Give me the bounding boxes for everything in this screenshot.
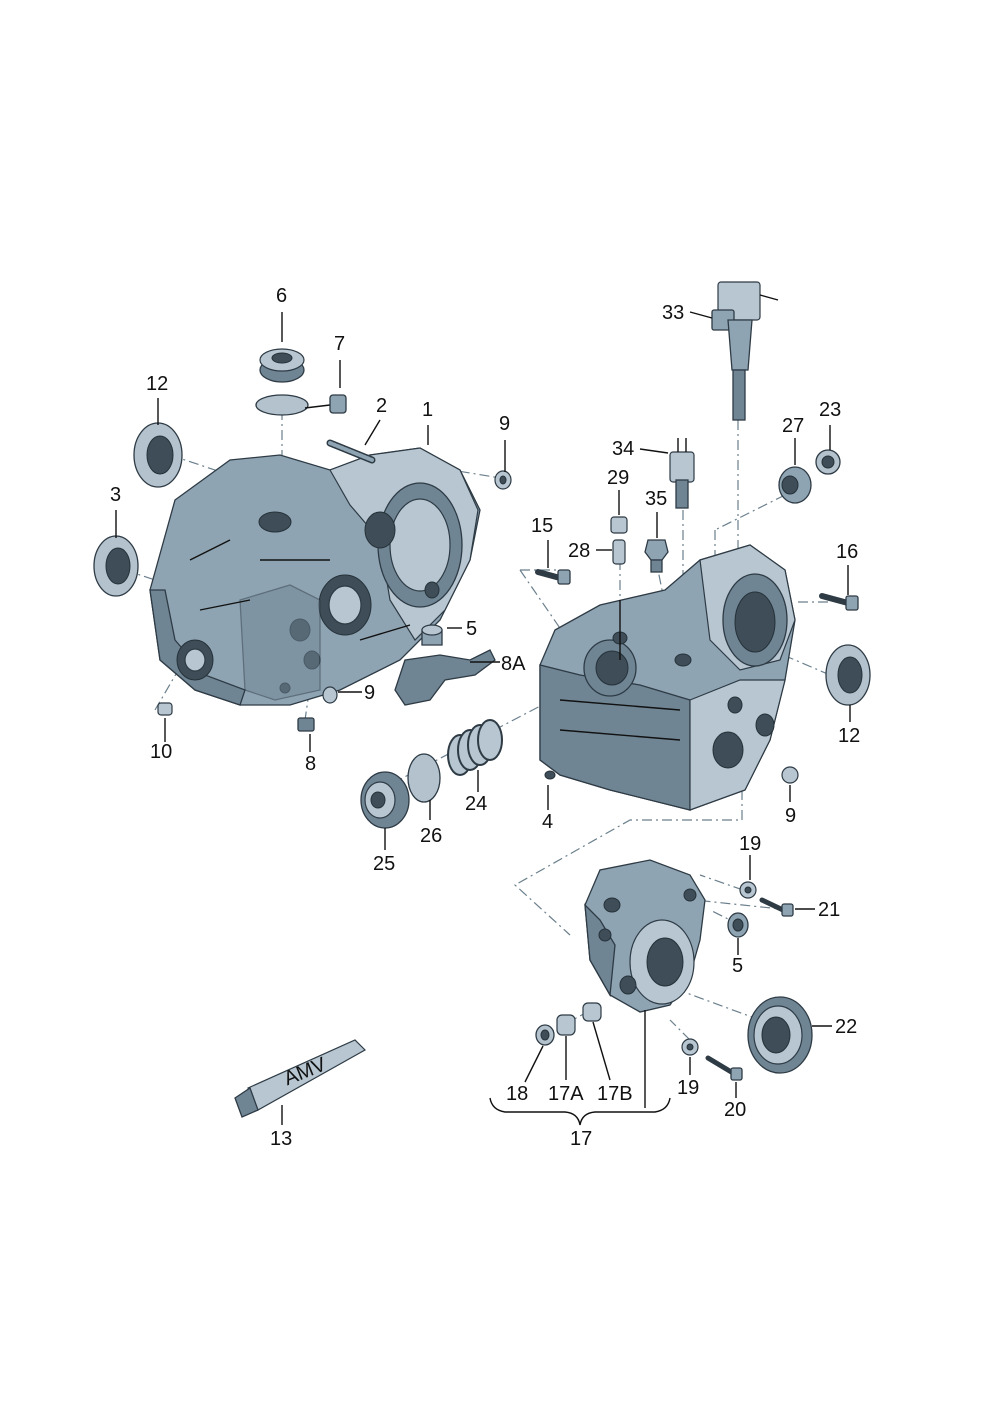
callout-5-left: 5	[466, 618, 477, 640]
gearbox-housing-right	[539, 544, 796, 811]
callout-4: 4	[542, 811, 553, 833]
callout-19-bottom: 19	[677, 1077, 699, 1099]
callout-25: 25	[373, 853, 395, 875]
callout-9-right: 9	[785, 805, 796, 827]
callout-23: 23	[819, 399, 841, 421]
callout-labels: 6 7 2 1 9 12 3 5 8A 9 10 8 24 26 25 4 15…	[110, 285, 860, 1150]
callout-10: 10	[150, 741, 172, 763]
callout-19-top: 19	[739, 833, 761, 855]
callout-27: 27	[782, 415, 804, 437]
leader-lines	[115, 311, 851, 1126]
tube-label: AMV	[281, 1053, 330, 1090]
callout-34: 34	[612, 438, 634, 460]
callout-1: 1	[422, 399, 433, 421]
callout-2: 2	[376, 395, 387, 417]
callout-9-top: 9	[499, 413, 510, 435]
gearbox-housing-left	[149, 447, 481, 706]
callout-20: 20	[724, 1099, 746, 1121]
callout-28: 28	[568, 540, 590, 562]
callout-15: 15	[531, 515, 553, 537]
callout-33: 33	[662, 302, 684, 324]
callout-21: 21	[818, 899, 840, 921]
callout-26: 26	[420, 825, 442, 847]
callout-8a: 8A	[501, 653, 526, 675]
callout-17: 17	[570, 1128, 592, 1150]
callout-5-right: 5	[732, 955, 743, 977]
callout-3: 3	[110, 484, 121, 506]
callout-29: 29	[607, 467, 629, 489]
callout-6: 6	[276, 285, 287, 307]
callout-12-right: 12	[838, 725, 860, 747]
callout-8: 8	[305, 753, 316, 775]
callout-16: 16	[836, 541, 858, 563]
callout-35: 35	[645, 488, 667, 510]
callout-17b: 17B	[597, 1083, 633, 1105]
callout-18: 18	[506, 1083, 528, 1105]
callout-7: 7	[334, 333, 345, 355]
callout-12-left: 12	[146, 373, 168, 395]
gearbox-cover	[584, 859, 706, 1013]
callout-9-mid: 9	[364, 682, 375, 704]
callout-24: 24	[465, 793, 487, 815]
callout-17a: 17A	[548, 1083, 584, 1105]
callout-22: 22	[835, 1016, 857, 1038]
small-parts	[93, 281, 871, 1118]
callout-13: 13	[270, 1128, 292, 1150]
